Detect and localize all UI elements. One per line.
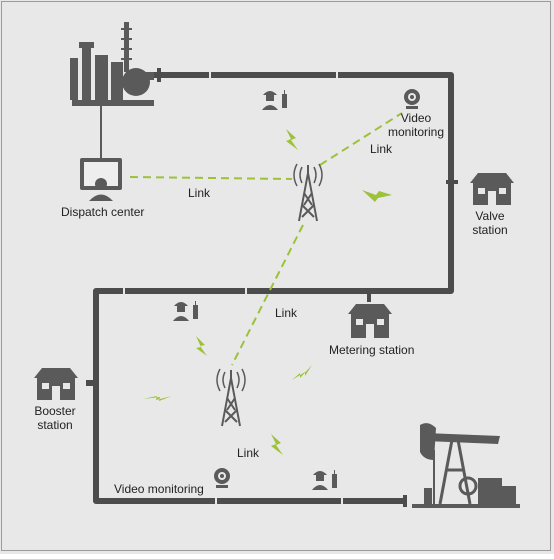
station-house-icon (470, 173, 514, 205)
lightning-signal-icon (286, 129, 298, 150)
link-label-bottom: Link (237, 446, 260, 460)
lightning-signal-icon (143, 396, 172, 401)
computer-operator-icon (80, 158, 122, 201)
lightning-signal-icon (271, 434, 283, 455)
link-line-video-top (319, 112, 403, 166)
booster-station-line1: Booster (34, 404, 76, 418)
video-monitoring-top-line1: Video (400, 111, 432, 125)
diagram-border (1, 1, 551, 551)
camera-icon (404, 89, 420, 109)
pumpjack-icon (412, 423, 520, 508)
metering-station-label: Metering station (329, 343, 415, 357)
station-house-icon (34, 368, 78, 400)
worker-radio-icon (262, 90, 287, 110)
video-monitoring-top-label: Video monitoring (386, 111, 446, 139)
dispatch-center-label: Dispatch center (61, 205, 145, 219)
radio-tower-icon (216, 368, 246, 427)
valve-station-line1: Valve (475, 209, 505, 223)
lightning-signal-icon (362, 190, 392, 202)
valve-station-label: Valve station (464, 209, 516, 237)
pipeline (93, 72, 454, 504)
video-monitoring-top-line2: monitoring (387, 125, 445, 139)
link-label-dispatch: Link (188, 186, 211, 200)
pipeline-flanges (86, 68, 458, 507)
lightning-signal-icon (196, 336, 207, 356)
camera-icon (214, 468, 230, 488)
pipeline-joints (123, 70, 343, 506)
link-line-towers (231, 224, 304, 366)
refinery-icon (70, 22, 154, 106)
pipeline-top-segment (93, 72, 454, 504)
booster-station-label: Booster station (29, 404, 81, 432)
lightning-signals (143, 129, 392, 455)
link-line-dispatch (129, 176, 293, 180)
station-house-icon (348, 304, 392, 338)
link-label-middle: Link (275, 306, 298, 320)
wireless-links (129, 112, 403, 366)
link-label-video-top: Link (370, 142, 393, 156)
radio-tower-icon (293, 163, 323, 222)
valve-station-line2: station (472, 223, 508, 237)
worker-radio-icon (312, 470, 337, 490)
video-monitoring-bottom-label: Video monitoring (114, 482, 204, 496)
worker-radio-icon (173, 301, 198, 321)
lightning-signal-icon (292, 365, 312, 380)
booster-station-line2: station (37, 418, 73, 432)
